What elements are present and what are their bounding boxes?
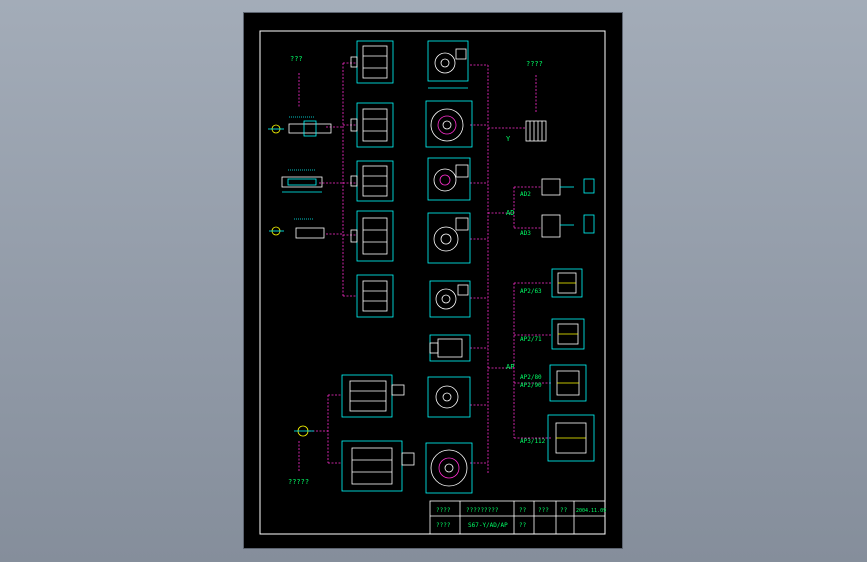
gearbox-4 — [427, 212, 471, 264]
housing-3 — [350, 160, 394, 202]
tb-r1c3: ?? — [519, 507, 527, 514]
adapter-ad3 — [541, 214, 595, 238]
gearbox-8 — [425, 442, 473, 494]
housing-2 — [350, 102, 394, 148]
cad-drawing: ??? ???? ????? Y AD AP — [259, 30, 606, 535]
housing-4 — [350, 210, 394, 262]
adapter-ap2-71 — [551, 318, 585, 350]
accessory-column — [268, 116, 332, 437]
tb-r1c6: 2004.11.09 — [576, 508, 606, 514]
label-ap2-80: AP2/80 — [520, 374, 542, 381]
tb-r1c4: ??? — [538, 507, 549, 514]
housing-1 — [350, 40, 394, 84]
top-right-note: ???? — [526, 60, 543, 68]
label-ap3-112: AP3/112 — [520, 438, 546, 445]
gearbox-column — [425, 40, 473, 494]
accessory-shaft-1 — [268, 116, 332, 137]
accessory-shaft-3 — [269, 218, 325, 239]
tb-r1c1: ???? — [436, 507, 451, 514]
tb-r2c2: S67-Y/AD/AP — [468, 522, 508, 529]
gearbox-7 — [427, 376, 471, 418]
gearbox-3 — [427, 157, 471, 201]
tb-r1c5: ?? — [560, 507, 568, 514]
accessory-shaft-2 — [281, 169, 323, 193]
tb-r1c2: ????????? — [466, 507, 499, 514]
housing-6 — [341, 374, 405, 418]
tb-r2c1: ???? — [436, 522, 451, 529]
adapter-ap3-112 — [547, 414, 595, 462]
adapter-ad2 — [541, 178, 595, 196]
motor-adapters — [525, 120, 595, 462]
housing-7 — [341, 440, 415, 492]
adapter-ap2-80-90 — [549, 364, 587, 402]
branch-label-ap: AP — [506, 363, 514, 371]
title-block-text: ???? ????????? ?? ??? ?? 2004.11.09 ????… — [436, 507, 606, 529]
label-ap2-63: AP2/63 — [520, 288, 542, 295]
motor-labels: AD2 AD3 AP2/63 AP2/71 AP2/80 AP2/90 AP3/… — [520, 191, 546, 445]
notes: ??? ???? ????? Y AD AP — [288, 55, 543, 486]
bottom-left-note: ????? — [288, 478, 309, 486]
branch-label-y: Y — [506, 135, 511, 143]
drawing-frame — [259, 30, 606, 535]
label-ad3: AD3 — [520, 230, 531, 237]
gearbox-1 — [427, 40, 469, 89]
label-ad2: AD2 — [520, 191, 531, 198]
adapter-y — [525, 120, 547, 142]
housing-5 — [356, 274, 394, 318]
gearbox-2 — [425, 100, 473, 148]
flange-housings — [341, 40, 415, 492]
connector-lines — [298, 62, 552, 473]
adapter-ap2-63 — [551, 268, 583, 298]
label-ap2-71: AP2/71 — [520, 336, 542, 343]
top-left-note: ??? — [290, 55, 303, 63]
accessory-torque-arm — [294, 425, 314, 437]
label-ap2-90: AP2/90 — [520, 382, 542, 389]
title-block — [429, 500, 606, 535]
gearbox-5 — [429, 280, 471, 318]
drawing-sheet: ??? ???? ????? Y AD AP — [244, 13, 622, 548]
tb-r2c3: ?? — [519, 522, 527, 529]
gearbox-6 — [429, 334, 471, 362]
branch-label-ad: AD — [506, 209, 514, 217]
